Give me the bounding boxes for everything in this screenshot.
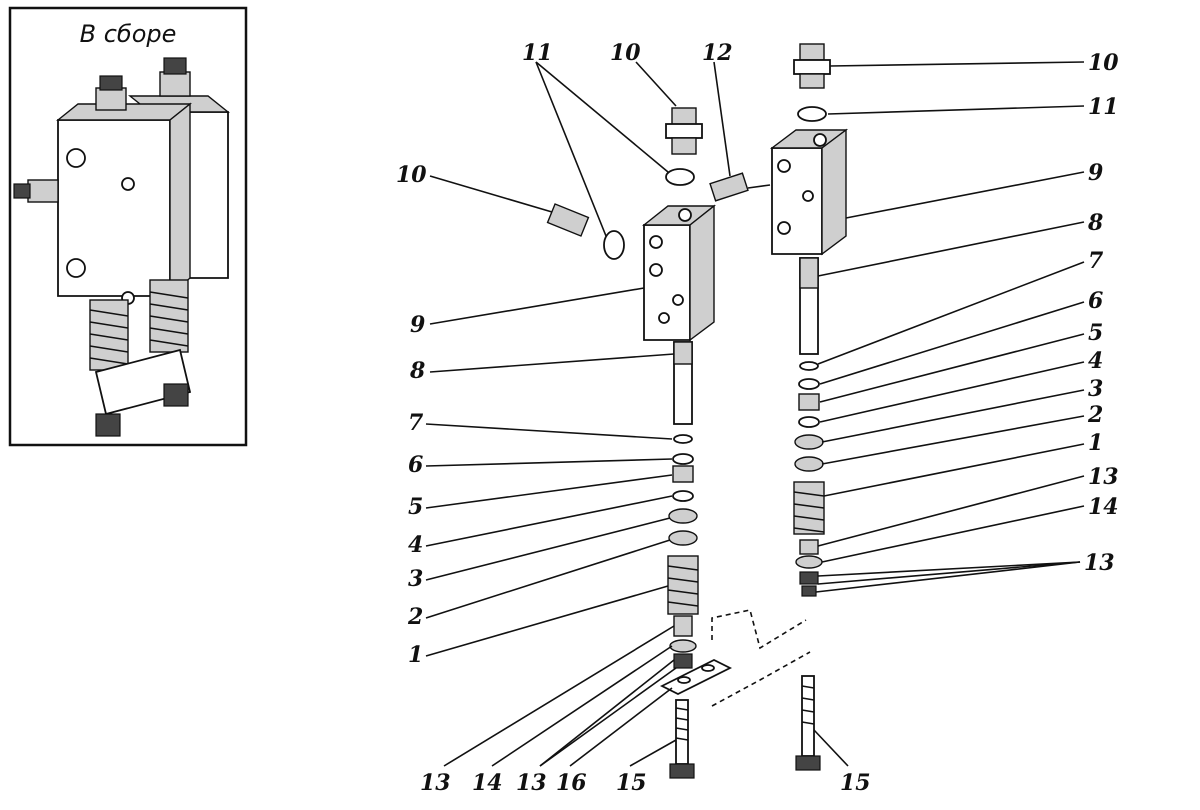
left-spring-1	[667, 555, 699, 615]
callout-11-left: 11	[522, 40, 553, 66]
left-part-5	[672, 465, 694, 483]
callout-10-left-side: 10	[396, 162, 427, 188]
left-plate-16	[659, 658, 733, 696]
right-spring-1	[793, 481, 825, 535]
right-stack	[769, 43, 849, 771]
assembled-springs	[89, 279, 189, 371]
left-part-2	[668, 530, 698, 546]
right-fitting-10	[793, 43, 831, 89]
callout-13-left-b: 13	[516, 770, 547, 796]
callout-14-left: 14	[472, 770, 503, 796]
callout-3-right: 3	[1088, 376, 1103, 402]
right-part-13b	[799, 571, 819, 585]
right-block-9	[769, 128, 849, 256]
right-part-2	[794, 456, 824, 472]
leader-lines	[425, 61, 1085, 767]
callout-1-right: 1	[1088, 430, 1103, 456]
right-washer-11	[797, 106, 827, 122]
callout-7-left: 7	[408, 410, 424, 436]
assembled-valve-drawing	[13, 57, 230, 437]
left-fitting-10-side	[546, 203, 590, 237]
right-part-5	[798, 393, 820, 411]
left-bolt-15	[669, 699, 695, 779]
right-part-13c	[801, 585, 817, 597]
callout-11-right: 11	[1088, 94, 1119, 120]
callout-2-left: 2	[407, 604, 423, 630]
inset-title: В сборе	[80, 20, 177, 48]
left-fitting-12	[709, 172, 771, 202]
callout-13-left-a: 13	[420, 770, 451, 796]
callout-7-right: 7	[1088, 248, 1104, 274]
right-part-14	[795, 555, 823, 569]
callout-10-right: 10	[1088, 50, 1119, 76]
callout-10-left-top: 10	[610, 40, 641, 66]
callout-5-right: 5	[1088, 320, 1103, 346]
left-part-14	[669, 639, 697, 653]
left-part-3	[668, 508, 698, 524]
callout-3-left: 3	[408, 566, 423, 592]
right-stem-8	[799, 257, 819, 355]
left-stack	[546, 107, 811, 779]
callout-9-right: 9	[1088, 160, 1103, 186]
callout-labels: 11 10 12 10 9 8 7 6 5 4 3 2 1 13 14 13 1…	[396, 40, 1119, 796]
left-part-13a	[673, 615, 693, 637]
callout-13-right-a: 13	[1088, 464, 1119, 490]
left-ring-6	[672, 453, 694, 465]
right-part-13a	[799, 539, 819, 555]
callout-15-left: 15	[616, 770, 647, 796]
left-stem-8	[673, 341, 693, 425]
callout-9-left: 9	[410, 312, 425, 338]
callout-16: 16	[556, 770, 587, 796]
left-fitting-10-top	[665, 107, 703, 155]
right-bolt-15	[795, 675, 821, 771]
callout-6-left: 6	[408, 452, 423, 478]
callout-15-right: 15	[840, 770, 871, 796]
left-part-13b	[673, 653, 693, 669]
callout-12: 12	[702, 40, 733, 66]
right-ring-7	[799, 361, 819, 371]
callout-13-right-b: 13	[1084, 550, 1115, 576]
callout-14-right: 14	[1088, 494, 1119, 520]
right-ring-6	[798, 378, 820, 390]
callout-8-left: 8	[409, 358, 425, 384]
callout-4-left: 4	[408, 532, 423, 558]
left-block-9	[641, 204, 717, 342]
left-washer-11-top	[665, 168, 695, 186]
right-part-3	[794, 434, 824, 450]
right-ring-4	[798, 416, 820, 428]
left-ring-4	[672, 490, 694, 502]
callout-2-right: 2	[1087, 402, 1103, 428]
callout-1-left: 1	[408, 642, 423, 668]
callout-8-right: 8	[1087, 210, 1103, 236]
left-ring-7	[673, 434, 693, 444]
assembly-inset: В сборе	[8, 6, 248, 447]
callout-6-right: 6	[1088, 288, 1103, 314]
callout-5-left: 5	[408, 494, 423, 520]
left-washer-11-side	[603, 230, 625, 260]
callout-4-right: 4	[1088, 348, 1103, 374]
